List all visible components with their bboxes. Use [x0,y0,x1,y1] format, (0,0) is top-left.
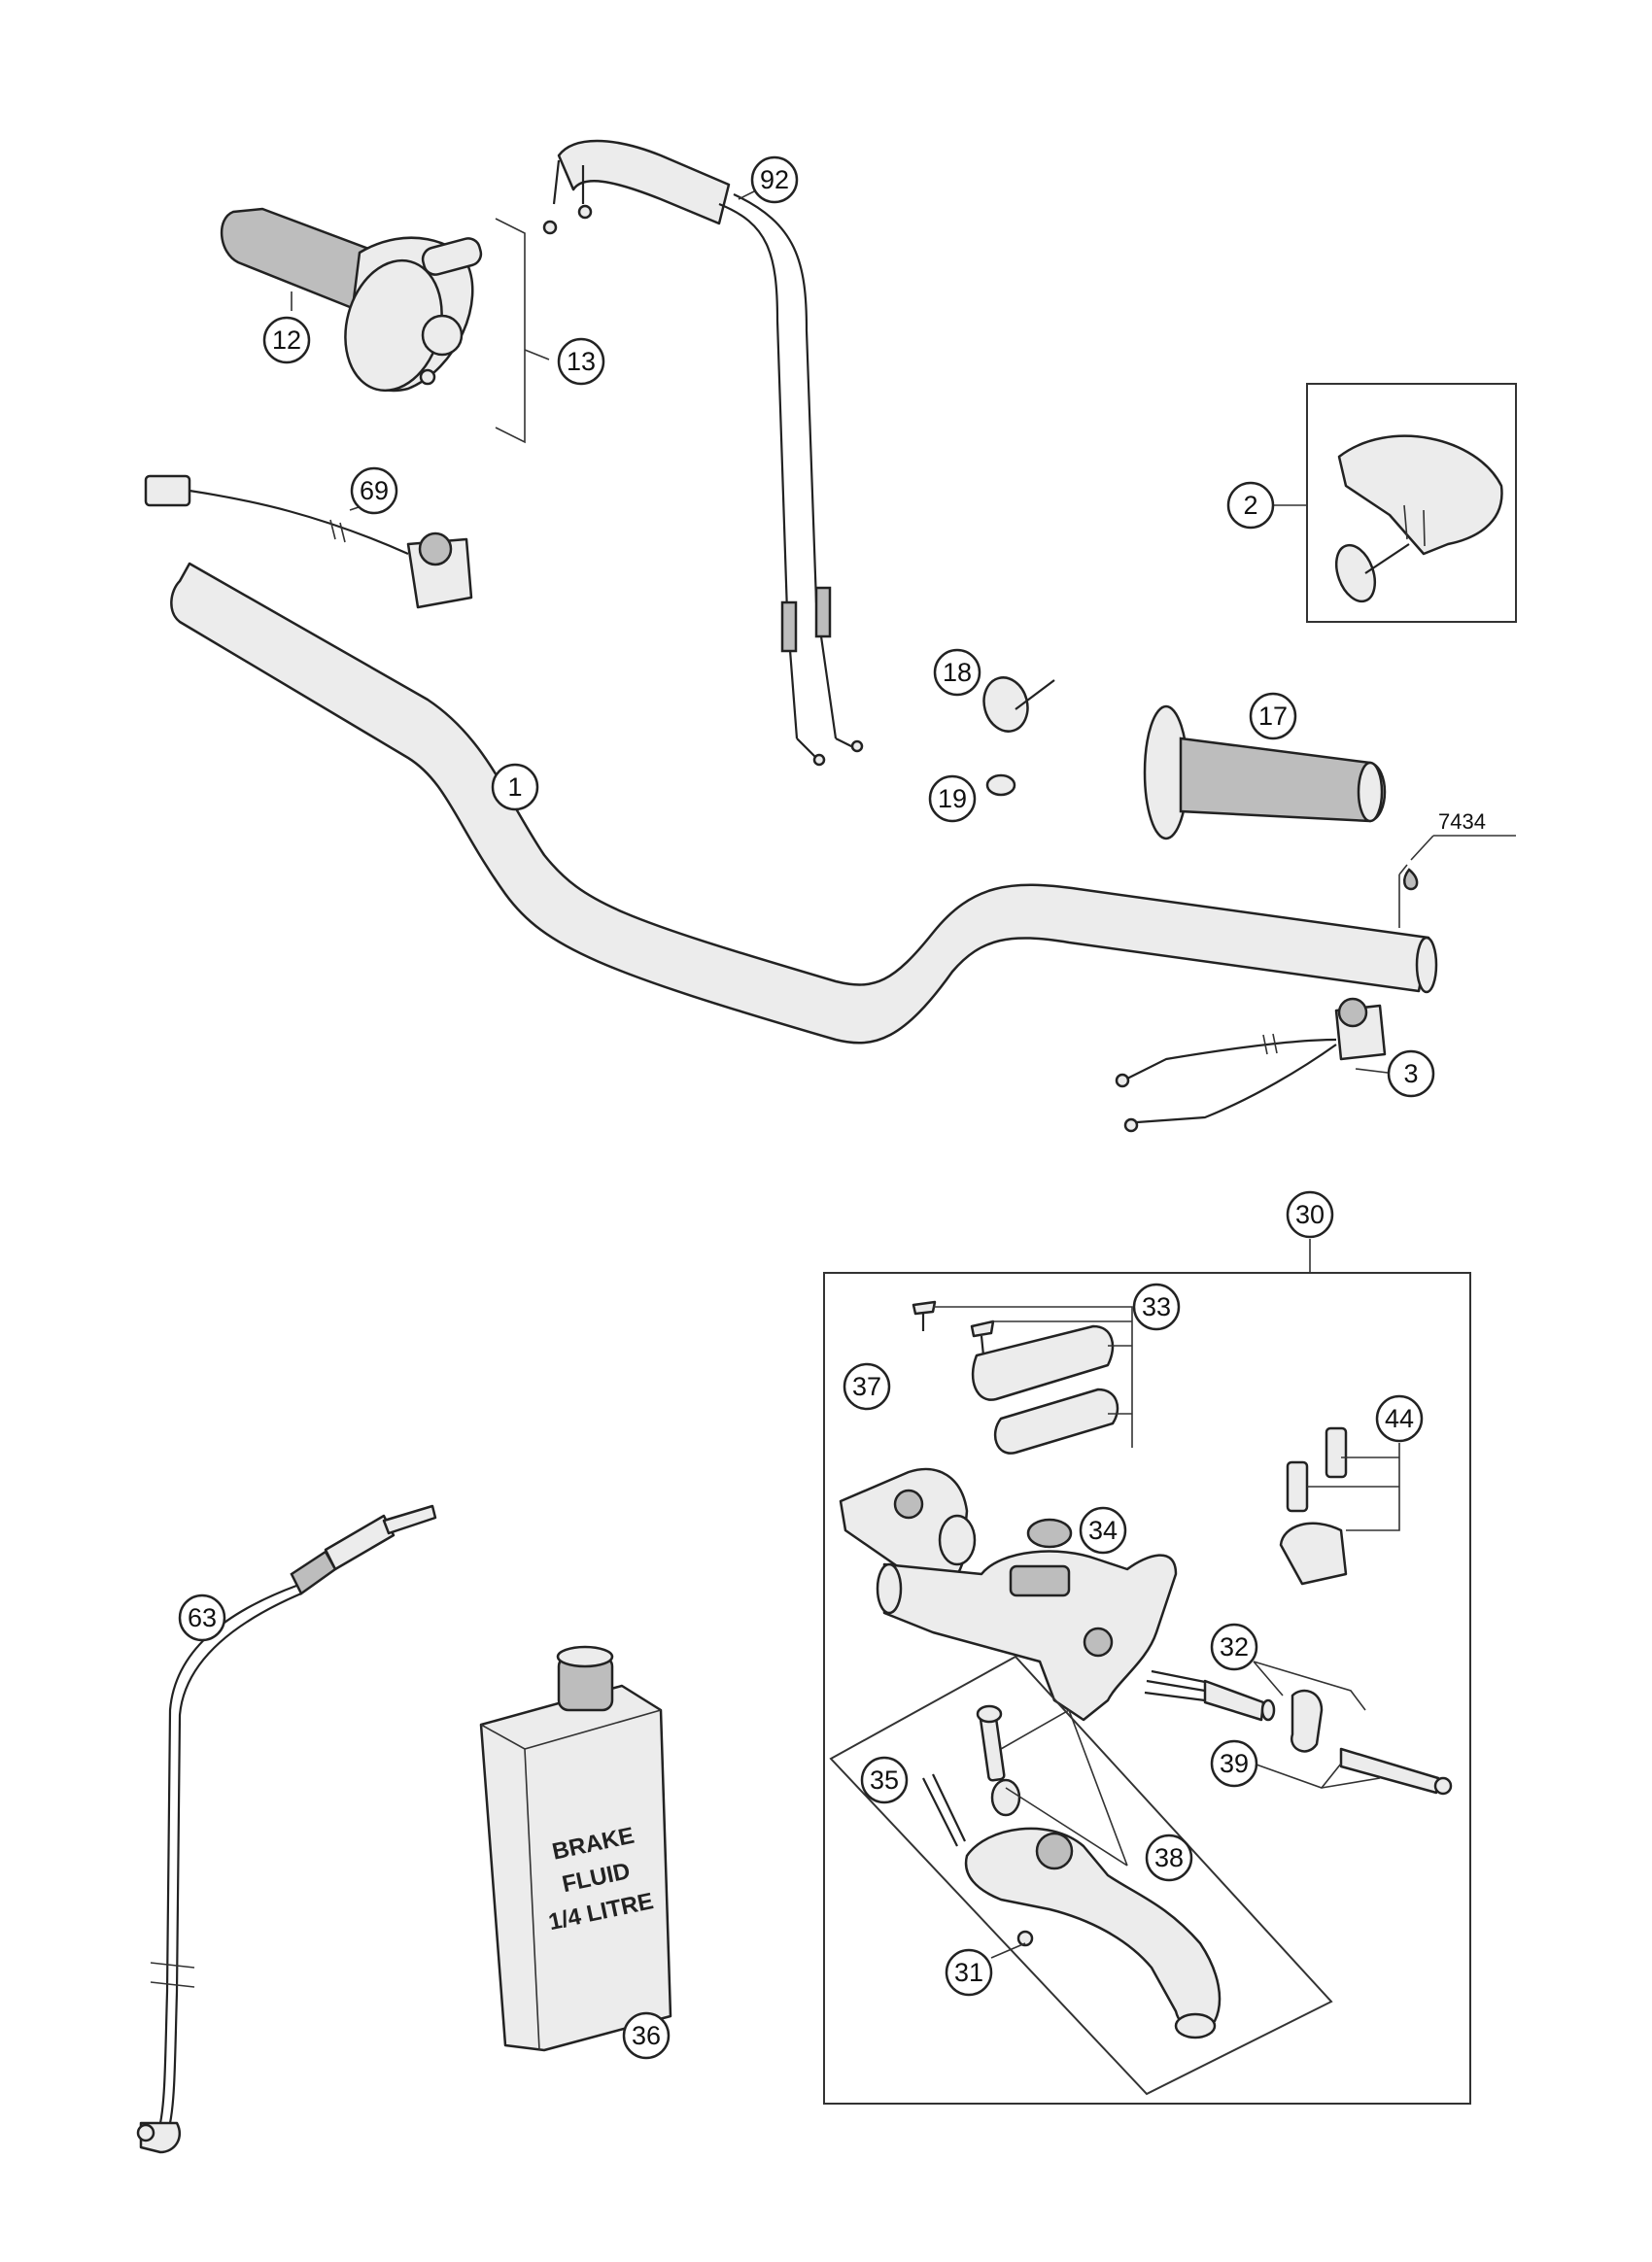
svg-text:12: 12 [272,326,301,355]
svg-text:31: 31 [954,1958,983,1987]
callout-3: 3 [1387,1049,1435,1098]
svg-text:19: 19 [938,784,967,813]
master-cylinder-body [876,1550,1178,1722]
svg-text:3: 3 [1403,1059,1418,1088]
lever-pin [976,1704,1021,1817]
svg-text:30: 30 [1295,1200,1325,1229]
handlebar-pad [1334,434,1503,603]
speedometer-cable [136,1504,437,2154]
left-grip [1143,704,1387,840]
svg-text:1: 1 [507,772,522,802]
clamp [839,1467,977,1590]
callout-36: 36 [622,2011,671,2060]
clamp-half [1279,1426,1348,1586]
callout-92: 92 [750,155,799,204]
leader-33 [933,1306,1133,1448]
piston-spring [1144,1669,1453,1796]
callout-38: 38 [1145,1834,1193,1882]
svg-text:2: 2 [1243,491,1257,520]
callout-34: 34 [1079,1506,1127,1555]
callout-35: 35 [860,1756,909,1804]
adjuster-spring [922,1773,966,1847]
kill-switch [144,474,473,609]
callout-1: 1 [491,763,539,811]
callout-37: 37 [843,1362,891,1411]
callout-18: 18 [933,648,981,697]
svg-text:18: 18 [943,658,972,687]
callout-44: 44 [1375,1394,1424,1443]
callout-12: 12 [262,316,311,364]
svg-text:34: 34 [1088,1516,1118,1545]
svg-text:37: 37 [852,1372,881,1401]
svg-text:35: 35 [870,1765,899,1795]
throttle-bracket-line [495,218,526,444]
adhesive-leader [1410,835,1434,861]
leader-44 [1307,1443,1400,1531]
pad-frame [1306,383,1517,623]
callout-17: 17 [1249,692,1297,740]
svg-text:44: 44 [1385,1404,1414,1433]
svg-text:32: 32 [1220,1632,1249,1662]
start-switch [1115,997,1387,1133]
throttle-cables [542,139,864,767]
clip [985,773,1016,797]
reservoir-gasket [993,1388,1119,1455]
svg-text:33: 33 [1142,1292,1171,1321]
svg-text:92: 92 [760,165,789,194]
reservoir-cap [1026,1518,1073,1549]
handlebar [170,562,1438,1045]
callout-19: 19 [928,774,977,823]
svg-text:38: 38 [1154,1843,1184,1872]
callout-31: 31 [945,1948,993,1997]
leader-3 [1355,1068,1389,1074]
callout-2: 2 [1226,481,1275,530]
brake-fluid-bottle [479,1645,672,2052]
leader-31 [990,1942,1026,1959]
svg-text:39: 39 [1220,1749,1249,1778]
leader-38 [1000,1708,1128,1867]
svg-text:13: 13 [567,347,596,376]
callout-33: 33 [1132,1283,1181,1331]
master-cylinder-frame [823,1272,1471,2105]
cover-screws [912,1300,995,1356]
svg-text:17: 17 [1258,702,1288,731]
callout-39: 39 [1210,1739,1258,1788]
leader-13 [524,349,550,360]
callout-69: 69 [350,466,398,515]
callout-13: 13 [557,337,605,386]
svg-text:36: 36 [632,2021,661,2050]
callout-32: 32 [1210,1623,1258,1671]
svg-text:69: 69 [360,476,389,505]
brake-lever [964,1827,1222,2039]
leader-32 [1253,1661,1366,1711]
callout-30: 30 [1286,1190,1334,1239]
callout-63: 63 [178,1594,226,1642]
lever-subframe [829,1655,1333,2096]
adhesive-code-label: 7434 [1438,809,1486,834]
leader-39 [1253,1763,1381,1789]
svg-text:63: 63 [188,1603,217,1632]
reservoir-cover [971,1324,1115,1401]
cable-tie [982,676,1055,733]
throttle-grip [220,207,483,393]
